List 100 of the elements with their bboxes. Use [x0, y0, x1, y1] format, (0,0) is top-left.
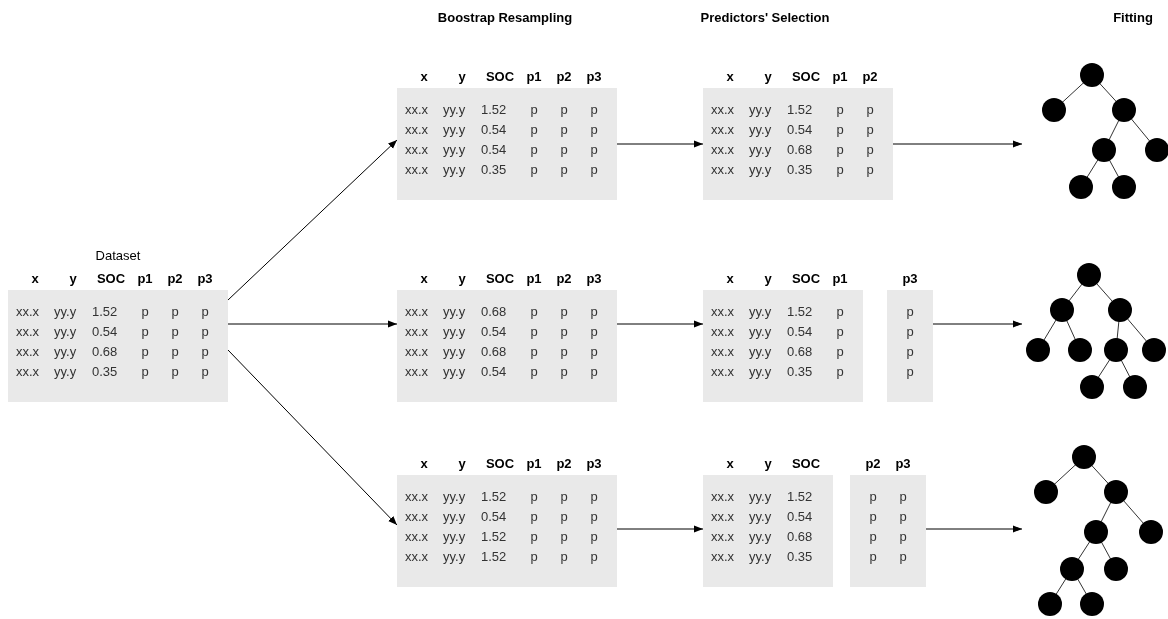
table-cell-text: p	[200, 363, 210, 381]
table-cell-text: p	[140, 303, 150, 321]
table-cell-text: yy.y	[443, 363, 467, 381]
table-cell-text: 0.54	[481, 508, 508, 526]
table-cell-text: yy.y	[443, 343, 467, 361]
table-cell-text: xx.x	[16, 323, 41, 341]
column-header: SOC	[790, 68, 822, 86]
table-cell-text: xx.x	[711, 323, 736, 341]
table-cell-text: p	[170, 343, 180, 361]
table-cell-text: p	[589, 528, 599, 546]
table-cell-text: 0.35	[787, 161, 814, 179]
table-cell-text: p	[589, 488, 599, 506]
table-cell-text: 0.35	[481, 161, 508, 179]
table-cell-text: p	[865, 161, 875, 179]
table-cell-text: p	[140, 343, 150, 361]
table-cell-text: 0.35	[787, 548, 814, 566]
table-cell-text: yy.y	[749, 548, 773, 566]
column-header: SOC	[95, 270, 127, 288]
table-cell-text: yy.y	[749, 303, 773, 321]
column-header: x	[30, 270, 40, 288]
table-cell-text: 0.54	[481, 323, 508, 341]
column-header: y	[763, 455, 773, 473]
table-cell-text: p	[529, 323, 539, 341]
table-cell-text: p	[898, 548, 908, 566]
column-header: p3	[196, 270, 214, 288]
table-cell-text: yy.y	[749, 323, 773, 341]
table-cell-text: xx.x	[711, 363, 736, 381]
table-cell-text: yy.y	[749, 528, 773, 546]
table-cell-text: yy.y	[749, 508, 773, 526]
column-header: p1	[136, 270, 154, 288]
table-cell-text: p	[835, 323, 845, 341]
column-header: y	[763, 270, 773, 288]
table-cell-text: 1.52	[481, 488, 508, 506]
column-header: SOC	[484, 455, 516, 473]
table-cell-text: p	[898, 488, 908, 506]
table-cell-text: p	[905, 343, 915, 361]
column-header: y	[68, 270, 78, 288]
table-cell-text: 1.52	[787, 488, 814, 506]
table-cell-text: p	[868, 508, 878, 526]
table-cell-text: p	[589, 303, 599, 321]
table-cell-text: xx.x	[711, 141, 736, 159]
table-cell-text: p	[529, 528, 539, 546]
table-cell-text: xx.x	[405, 343, 430, 361]
table-cell-text: yy.y	[54, 363, 78, 381]
table-cell-text: yy.y	[443, 161, 467, 179]
table-cell-text: xx.x	[405, 141, 430, 159]
table-cell-text: p	[559, 488, 569, 506]
column-header: SOC	[790, 270, 822, 288]
table-cell-text: p	[170, 363, 180, 381]
table-cell-text: yy.y	[443, 488, 467, 506]
table-cell-text: p	[589, 323, 599, 341]
table-cell-text: 0.35	[92, 363, 119, 381]
table-cell-text: p	[835, 343, 845, 361]
table-cell-text: xx.x	[405, 528, 430, 546]
column-header: SOC	[790, 455, 822, 473]
table-cell-text: p	[529, 508, 539, 526]
table-cell-text: p	[200, 343, 210, 361]
table-cell-text: 1.52	[481, 101, 508, 119]
table-cell-text: yy.y	[54, 303, 78, 321]
table-cell-text: p	[529, 121, 539, 139]
table-cell-text: p	[529, 161, 539, 179]
table-cell-text: p	[589, 343, 599, 361]
arrow	[925, 525, 1023, 533]
arrow	[616, 320, 704, 328]
table-cell-text: 1.52	[787, 303, 814, 321]
table-cell-text: xx.x	[16, 343, 41, 361]
table-cell-text: p	[835, 161, 845, 179]
table-cell-text: 1.52	[481, 528, 508, 546]
table-cell-text: p	[905, 323, 915, 341]
table-cell-text: xx.x	[711, 548, 736, 566]
table-cell-text: p	[140, 323, 150, 341]
table-cell-text: 1.52	[92, 303, 119, 321]
column-header: p3	[585, 270, 603, 288]
column-header: p2	[555, 68, 573, 86]
table-cell-text: p	[140, 363, 150, 381]
stage-title: Predictors' Selection	[700, 9, 830, 27]
table-cell-text: p	[589, 121, 599, 139]
table-cell-text: xx.x	[405, 161, 430, 179]
table-cell-text: p	[589, 161, 599, 179]
table-cell-text: p	[589, 508, 599, 526]
table-cell-text: yy.y	[443, 121, 467, 139]
column-header: p2	[555, 270, 573, 288]
column-header: p3	[585, 68, 603, 86]
arrow	[616, 140, 704, 148]
table-cell-text: 0.54	[787, 121, 814, 139]
table-cell-text: p	[529, 343, 539, 361]
table-cell-text: p	[170, 323, 180, 341]
table-cell-text: yy.y	[749, 121, 773, 139]
table-cell-text: p	[529, 548, 539, 566]
table-cell-text: yy.y	[443, 528, 467, 546]
table-cell-text: xx.x	[405, 101, 430, 119]
table-cell-text: xx.x	[711, 528, 736, 546]
table-cell-text: yy.y	[749, 101, 773, 119]
table-cell-text: xx.x	[711, 488, 736, 506]
table-cell-text: yy.y	[443, 323, 467, 341]
column-header: x	[725, 68, 735, 86]
column-header: x	[419, 270, 429, 288]
table-cell-text: p	[835, 141, 845, 159]
table-cell-text: xx.x	[711, 161, 736, 179]
table-cell-text: p	[559, 548, 569, 566]
